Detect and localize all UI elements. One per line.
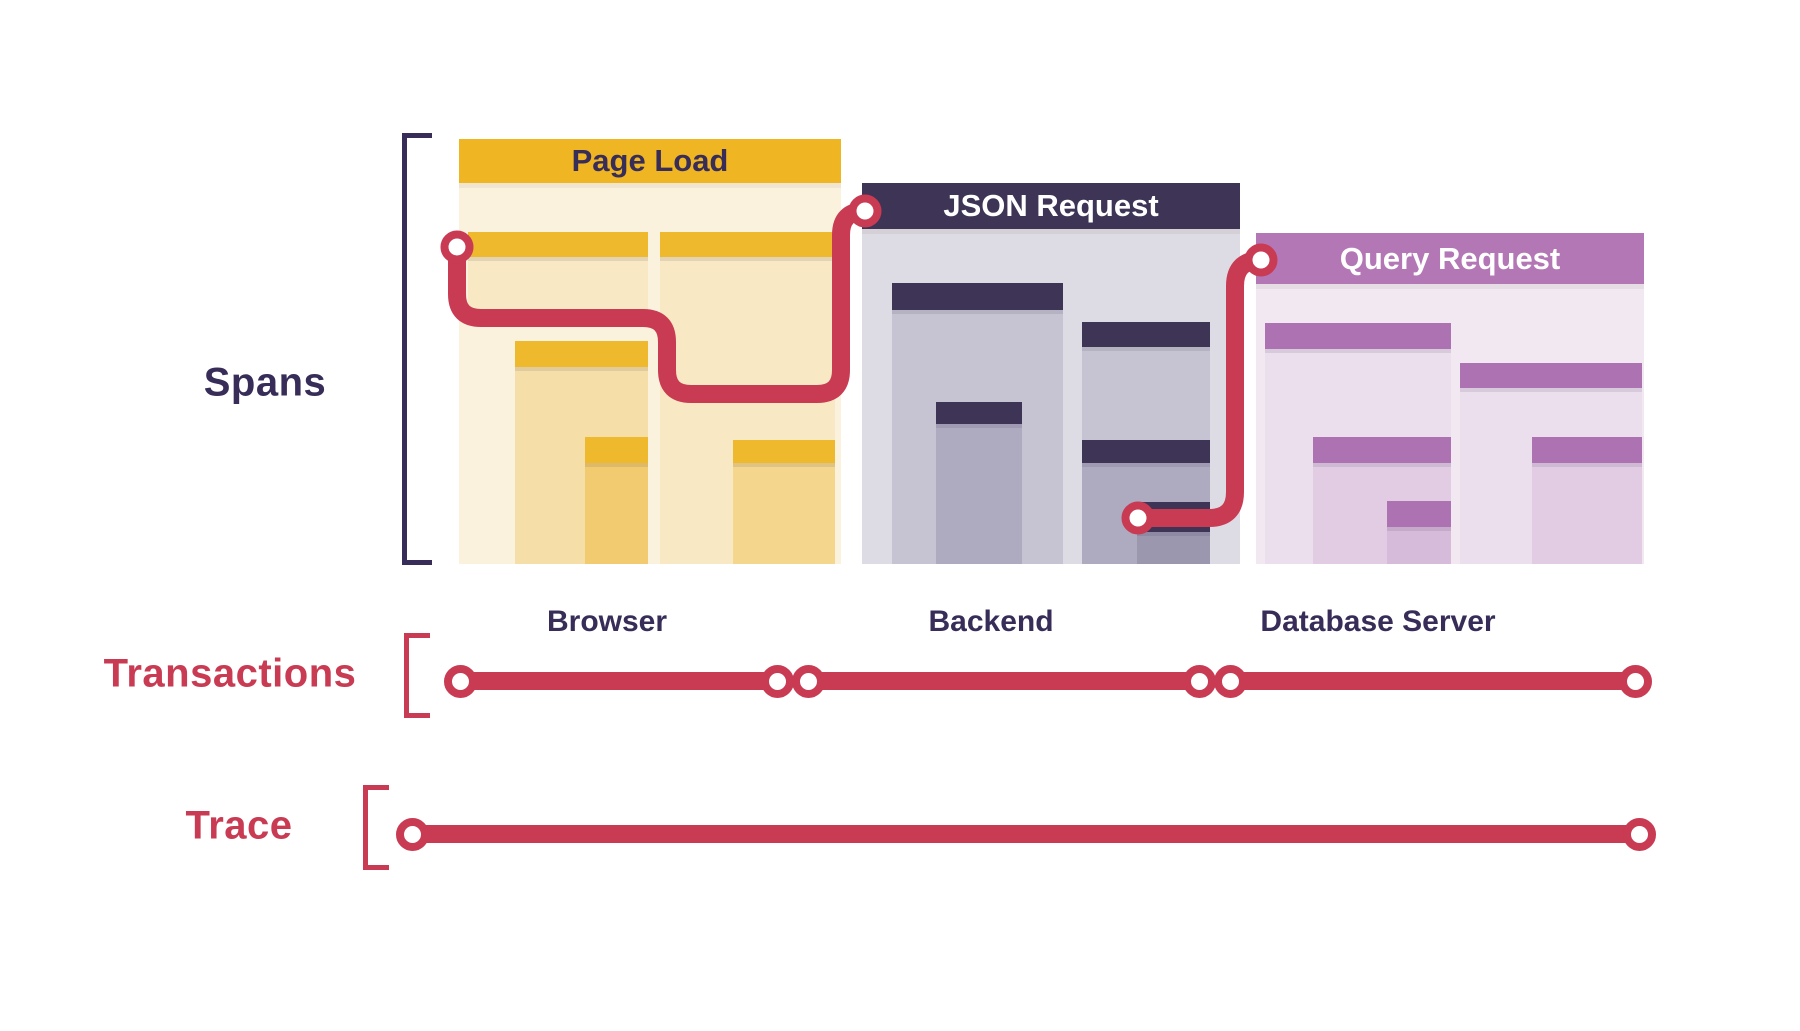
span-bar (1460, 363, 1642, 388)
span-bar (1387, 501, 1451, 527)
span-body (1137, 532, 1210, 564)
json-request-panel-title: JSON Request (862, 183, 1240, 229)
query-request-panel-title: Query Request (1256, 233, 1644, 284)
span-bar (1082, 322, 1210, 347)
span-bar (892, 283, 1063, 310)
trace-endpoint (1623, 818, 1656, 851)
span-bar (515, 341, 648, 367)
transaction-endpoint (444, 665, 477, 698)
service-label-backend: Backend (928, 605, 1054, 638)
span-body (468, 257, 648, 318)
transactions-row-label: Transactions (103, 651, 357, 696)
transaction-endpoint (792, 665, 825, 698)
span-bar (1313, 437, 1451, 463)
span-bar (660, 232, 835, 257)
trace-endpoint (396, 818, 429, 851)
span-bar (1137, 502, 1210, 532)
span-bar (733, 440, 835, 463)
transaction-line-browser (460, 672, 777, 690)
span-bar (936, 402, 1022, 424)
spans-bracket (402, 133, 432, 565)
span-bar (585, 437, 648, 463)
span-body (733, 463, 835, 564)
spans-row-label: Spans (203, 360, 327, 405)
transaction-endpoint (1214, 665, 1247, 698)
service-label-database-server: Database Server (1260, 605, 1496, 638)
span-bar (1265, 323, 1451, 349)
service-label-browser: Browser (546, 605, 668, 638)
span-body (585, 463, 648, 564)
span-body (936, 424, 1022, 564)
transaction-line-database (1230, 672, 1635, 690)
trace-bracket (363, 785, 389, 870)
transactions-bracket (404, 633, 430, 718)
json-request-panel: JSON Request (862, 183, 1240, 564)
trace-row-label: Trace (185, 803, 293, 848)
span-body (1387, 527, 1451, 564)
query-request-panel: Query Request (1256, 233, 1644, 564)
trace-line (412, 825, 1639, 843)
transaction-endpoint (1183, 665, 1216, 698)
transaction-endpoint (1619, 665, 1652, 698)
transaction-endpoint (761, 665, 794, 698)
transaction-line-backend (808, 672, 1199, 690)
span-bar (1532, 437, 1642, 463)
page-load-panel-title: Page Load (459, 139, 841, 183)
span-bar (468, 232, 648, 257)
page-load-panel: Page Load (459, 139, 841, 564)
span-body (1532, 463, 1642, 564)
span-bar (1082, 440, 1210, 463)
